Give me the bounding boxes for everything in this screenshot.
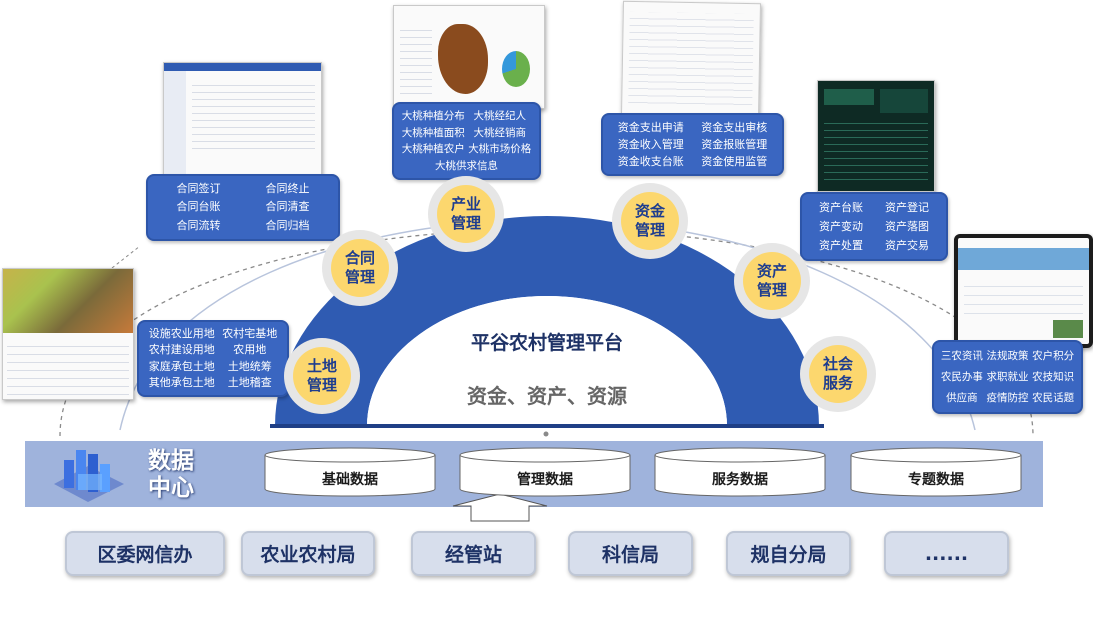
industry-feature-box: 大桃种植分布 大桃经纪人 大桃种植面积 大桃经销商 大桃种植农户 大桃市场价格 … <box>392 102 541 180</box>
asset-feature-item: 资产台账 <box>819 200 863 214</box>
fund-feature-item: 资金支出审核 <box>701 120 768 134</box>
module-industry-label: 产业 管理 <box>437 185 495 243</box>
fund-feature-item: 资金收支台账 <box>617 154 684 168</box>
data-store-label: 服务数据 <box>712 472 768 488</box>
fund-feature-item: 资金使用监管 <box>701 154 768 168</box>
department-box: 科信局 <box>568 531 693 576</box>
land-feature-box: 设施农业用地 农村宅基地 农村建设用地 农用地 家庭承包土地 土地统筹 其他承包… <box>137 320 289 397</box>
data-store-cylinder: 管理数据 <box>459 447 631 497</box>
fund-feature-item: 资金报账管理 <box>701 137 768 151</box>
department-box: 规自分局 <box>726 531 851 576</box>
asset-dashboard-thumbnail <box>817 80 935 192</box>
data-center-title: 数据 中心 <box>148 448 194 501</box>
land-feature-item: 家庭承包土地 <box>148 359 215 373</box>
department-box: ...... <box>884 531 1009 576</box>
contract-screenshot-thumbnail <box>163 62 322 176</box>
contract-feature-item: 合同签订 <box>176 182 221 196</box>
data-store-label: 基础数据 <box>322 472 378 488</box>
platform-arch <box>275 216 819 426</box>
module-industry: 产业 管理 <box>428 176 504 252</box>
industry-feature-item: 大桃经销商 <box>473 126 527 139</box>
asset-feature-item: 资产落图 <box>885 219 929 233</box>
contract-feature-item: 合同终止 <box>265 182 310 196</box>
module-social: 社会 服务 <box>800 336 876 412</box>
land-map-thumbnail <box>2 268 134 400</box>
land-feature-item: 土地稽查 <box>227 375 272 389</box>
platform-subtitle: 资金、资产、资源 <box>467 384 627 408</box>
platform-arch-inner <box>367 296 727 426</box>
data-store-label: 专题数据 <box>908 472 964 488</box>
fund-feature-item: 资金支出申请 <box>617 120 684 134</box>
asset-feature-box: 资产台账 资产登记 资产变动 资产落图 资产处置 资产交易 <box>800 192 948 261</box>
module-contract: 合同 管理 <box>322 230 398 306</box>
module-asset-label: 资产 管理 <box>743 252 801 310</box>
social-feature-item: 农民话题 <box>1032 391 1075 404</box>
data-store-cylinder: 专题数据 <box>850 447 1022 497</box>
industry-feature-item: 大桃市场价格 <box>468 143 532 156</box>
social-feature-item: 疫情防控 <box>986 391 1029 404</box>
land-feature-item: 农村宅基地 <box>222 327 278 341</box>
fund-feature-box: 资金支出申请 资金支出审核 资金收入管理 资金报账管理 资金收支台账 资金使用监… <box>601 113 784 176</box>
data-store-cylinder: 服务数据 <box>654 447 826 497</box>
industry-feature-item: 大桃供求信息 <box>435 159 498 172</box>
contract-feature-item: 合同归档 <box>265 218 310 232</box>
module-land-label: 土地 管理 <box>293 347 351 405</box>
contract-feature-item: 合同流转 <box>176 218 221 232</box>
asset-feature-item: 资产处置 <box>819 238 863 252</box>
land-feature-item: 农村建设用地 <box>148 343 215 357</box>
social-feature-item: 农户积分 <box>1032 350 1075 363</box>
social-feature-box: 三农资讯 法规政策 农户积分 农民办事 求职就业 农技知识 供应商 疫情防控 农… <box>932 340 1083 414</box>
land-feature-item: 土地统筹 <box>227 359 272 373</box>
module-social-label: 社会 服务 <box>809 345 867 403</box>
asset-feature-item: 资产登记 <box>885 200 929 214</box>
social-feature-item: 农民办事 <box>940 370 983 383</box>
contract-feature-item: 合同清查 <box>265 200 310 214</box>
department-box: 区委网信办 <box>65 531 225 576</box>
land-feature-item: 农用地 <box>233 343 267 357</box>
platform-title: 平谷农村管理平台 <box>470 332 623 354</box>
data-store-cylinder: 基础数据 <box>264 447 436 497</box>
fund-table-thumbnail <box>621 0 761 118</box>
data-store-label: 管理数据 <box>517 472 573 488</box>
contract-feature-box: 合同签订 合同终止 合同台账 合同清查 合同流转 合同归档 <box>146 174 340 241</box>
platform-base-line <box>270 424 824 428</box>
module-asset: 资产 管理 <box>734 243 810 319</box>
social-feature-item: 求职就业 <box>986 370 1029 383</box>
industry-feature-item: 大桃经纪人 <box>473 110 527 123</box>
arc-anchor-dot <box>543 431 549 437</box>
department-box: 农业农村局 <box>241 531 375 576</box>
data-flow-arrow <box>452 493 548 522</box>
social-service-mobile-thumbnail <box>954 234 1093 348</box>
industry-map-thumbnail <box>393 5 545 109</box>
social-feature-item: 农技知识 <box>1032 370 1075 383</box>
contract-feature-item: 合同台账 <box>176 200 221 214</box>
asset-feature-item: 资产交易 <box>885 238 929 252</box>
social-feature-item: 三农资讯 <box>940 350 983 363</box>
module-contract-label: 合同 管理 <box>331 239 389 297</box>
industry-feature-item: 大桃种植面积 <box>401 126 465 139</box>
industry-feature-item: 大桃种植分布 <box>401 110 465 123</box>
connector-line <box>111 245 141 269</box>
department-box: 经管站 <box>411 531 536 576</box>
module-land: 土地 管理 <box>284 338 360 414</box>
asset-feature-item: 资产变动 <box>819 219 863 233</box>
industry-feature-item: 大桃种植农户 <box>401 143 465 156</box>
land-feature-item: 设施农业用地 <box>148 327 215 341</box>
data-center-icon <box>54 450 124 502</box>
social-feature-item: 供应商 <box>946 391 978 404</box>
module-fund: 资金 管理 <box>612 183 688 259</box>
land-feature-item: 其他承包土地 <box>148 375 215 389</box>
module-fund-label: 资金 管理 <box>621 192 679 250</box>
fund-feature-item: 资金收入管理 <box>617 137 684 151</box>
social-feature-item: 法规政策 <box>986 350 1029 363</box>
